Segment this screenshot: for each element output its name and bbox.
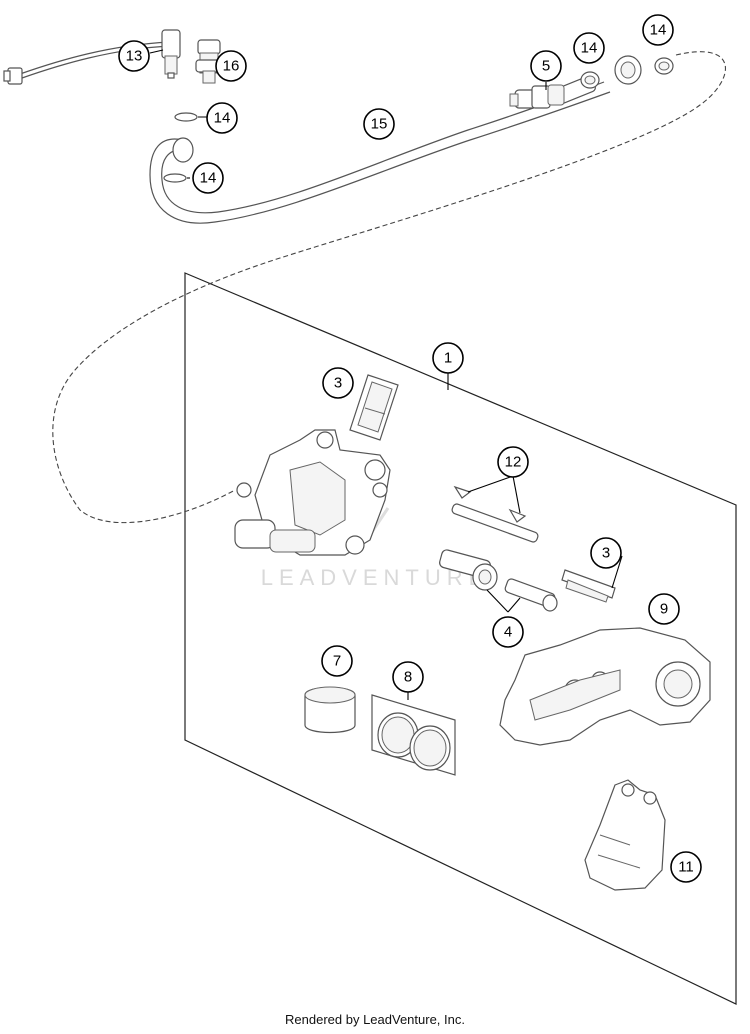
callout-1: 1 — [432, 342, 464, 374]
routing-line — [52, 51, 727, 524]
svg-text:9: 9 — [660, 601, 668, 618]
heat-shield-plate — [584, 779, 666, 891]
svg-text:1: 1 — [444, 350, 452, 367]
svg-text:3: 3 — [334, 375, 342, 392]
svg-text:16: 16 — [223, 58, 240, 75]
callout-8: 8 — [392, 661, 424, 693]
brake-pad — [349, 374, 399, 441]
caliper-support — [499, 627, 711, 746]
caliper-pin — [451, 485, 539, 543]
svg-text:11: 11 — [678, 859, 694, 876]
callout-15: 15 — [363, 108, 395, 140]
brake-line-adapter — [509, 84, 565, 109]
brake-light-switch-cable — [3, 29, 181, 85]
svg-text:5: 5 — [542, 58, 550, 75]
banjo-bolt — [195, 39, 223, 84]
callout-14d: 14 — [642, 14, 674, 46]
seal-ring — [174, 112, 198, 122]
svg-text:14: 14 — [200, 170, 217, 187]
callout-5: 5 — [530, 50, 562, 82]
callout-3b: 3 — [590, 537, 622, 569]
seal-kit — [371, 694, 456, 776]
svg-text:4: 4 — [504, 624, 512, 641]
watermark-logo: LEADVENTURE — [261, 507, 490, 590]
svg-text:14: 14 — [650, 22, 667, 39]
svg-text:13: 13 — [126, 48, 143, 65]
seal-ring — [163, 173, 187, 183]
callout-3a: 3 — [322, 367, 354, 399]
leader-lines — [149, 49, 623, 700]
svg-text:3: 3 — [602, 545, 610, 562]
guide-pin — [439, 549, 558, 612]
callout-14b: 14 — [192, 162, 224, 194]
svg-text:14: 14 — [581, 40, 598, 57]
svg-text:14: 14 — [214, 110, 231, 127]
brake-line — [149, 55, 642, 224]
watermark-text: LEADVENTURE — [261, 565, 490, 590]
callout-9: 9 — [648, 593, 680, 625]
callout-13: 13 — [118, 40, 150, 72]
svg-text:15: 15 — [371, 116, 388, 133]
svg-text:12: 12 — [505, 454, 522, 471]
svg-text:8: 8 — [404, 669, 412, 686]
callout-14c: 14 — [573, 32, 605, 64]
brake-caliper — [234, 429, 391, 556]
footer-credit: Rendered by LeadVenture, Inc. — [285, 1012, 465, 1027]
callout-7: 7 — [321, 645, 353, 677]
callout-11: 11 — [670, 851, 702, 883]
exploded-parts-diagram: LEADVENTURE — [3, 14, 737, 1005]
callout-4: 4 — [492, 616, 524, 648]
svg-text:7: 7 — [333, 653, 341, 670]
brake-pad — [561, 569, 616, 603]
caliper-piston — [304, 686, 356, 734]
brake-light-switch — [161, 29, 181, 59]
callout-16: 16 — [215, 50, 247, 82]
callout-12: 12 — [497, 446, 529, 478]
callout-14a: 14 — [206, 102, 238, 134]
